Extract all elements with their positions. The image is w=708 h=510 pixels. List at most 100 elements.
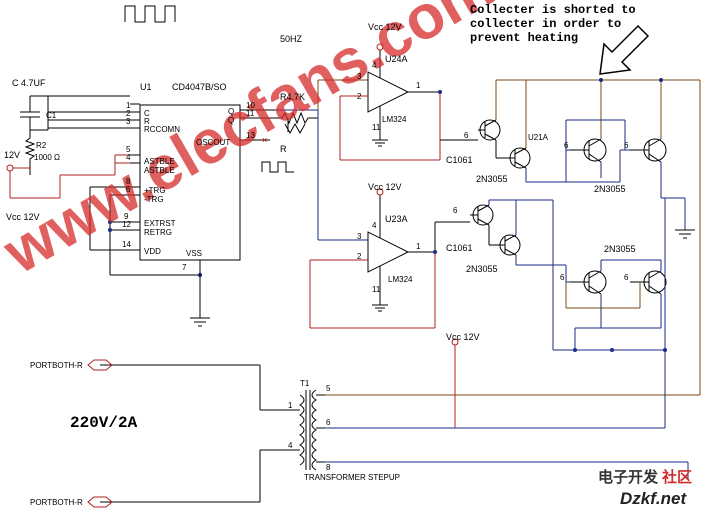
c1061-top-label: C1061 [446, 155, 473, 165]
ic-pin-label: RETRG [144, 228, 172, 237]
port-label-bottom: PORTBOTH-R [30, 498, 83, 507]
opamp-pin-number: 3 [357, 232, 362, 241]
transistor-pin-number: 6 [624, 273, 629, 282]
n3055-label: 2N3055 [466, 264, 498, 274]
note-line-3: prevent heating [470, 31, 578, 45]
t1-label: T1 [300, 379, 310, 388]
ic-pin-number: 8 [126, 177, 131, 186]
transistor-pin-number: 6 [560, 273, 565, 282]
vcc-left-label: Vcc 12V [6, 212, 40, 222]
lm324-label: LM324 [382, 115, 407, 124]
ic-pin-label: OSCOUT [196, 138, 230, 147]
note-line-1: Collecter is shorted to [470, 3, 636, 17]
ic-vss-label: VSS [186, 249, 202, 258]
transformer-label: TRANSFORMER STEPUP [304, 473, 400, 482]
v12-left-label: 12V [4, 150, 20, 160]
ic-pin-label: VDD [144, 247, 161, 256]
ic-cd4047 [139, 104, 241, 261]
transistor-c1061-bottom [470, 204, 494, 226]
opamp-pin-number: 1 [416, 81, 421, 90]
resistor-r47k [275, 111, 318, 125]
ic-pin-number: 4 [126, 153, 131, 162]
arrow-icon [599, 24, 650, 75]
no-connect-icon: × [262, 135, 267, 145]
ic-pin-number: 7 [182, 263, 187, 272]
transistor-2n3055-c [489, 234, 521, 256]
transistor-c1061-top [478, 119, 501, 141]
transformer-pin-number: 4 [288, 441, 293, 450]
n3055-label: 2N3055 [604, 244, 636, 254]
ic-pin-label: ASTBLE [144, 166, 175, 175]
r2-label: R2 [36, 141, 47, 150]
ic-pin-label: -TRG [144, 195, 164, 204]
n3055-label: 2N3055 [594, 184, 626, 194]
ic-pin-number: 6 [126, 185, 131, 194]
transistor-2n3055-b [630, 138, 667, 163]
transistor-pin-number: 6 [624, 141, 629, 150]
u24a-label: U24A [385, 54, 408, 64]
square-wave-icon [124, 5, 176, 23]
resistor-r2 [24, 130, 36, 175]
opamp-pin-number: 11 [372, 123, 381, 132]
ic-pin-number: 5 [126, 145, 131, 154]
r-label: R [280, 144, 287, 154]
transistor-2n3055-d [570, 270, 607, 295]
watermark: www.elecfans.com [0, 0, 505, 288]
transformer-t1 [299, 389, 325, 471]
site-logo-cn: 电子开发 [598, 468, 659, 486]
port-connector-icon [87, 359, 113, 371]
transformer-pin-number: 1 [288, 401, 293, 410]
opamp-pin-number: 4 [372, 221, 377, 230]
opamp-pin-number: 4 [372, 61, 377, 70]
opamp-pin-number: 2 [357, 252, 362, 261]
r47k-label: R4.7K [280, 92, 305, 102]
opamp-u24a [367, 71, 410, 113]
square-wave-small-icon [261, 161, 294, 173]
transformer-pin-number: 8 [326, 463, 331, 472]
ic-pin-label: +TRG [144, 186, 166, 195]
ic-pin-number: 11 [246, 109, 255, 118]
ic-pin-number: 13 [246, 131, 255, 140]
n3055-label: 2N3055 [476, 174, 508, 184]
cap-label: C 4.7UF [12, 78, 46, 88]
c1-label: C1 [46, 111, 57, 120]
opamp-pin-number: 3 [357, 72, 362, 81]
port-label-top: PORTBOTH-R [30, 361, 83, 370]
port-connector-icon [87, 496, 113, 508]
vcc-terminal-icon [6, 164, 14, 172]
lm324-label: LM324 [388, 275, 413, 284]
opamp-pin-number: 11 [372, 285, 381, 294]
ic-pin-label: ASTBLE [144, 157, 175, 166]
ic-pin-number: 2 [126, 109, 131, 118]
transformer-pin-number: 5 [326, 384, 331, 393]
frequency-label: 50HZ [280, 34, 303, 44]
ic-pin-number: 14 [122, 240, 131, 249]
ic-pin-number: 3 [126, 117, 131, 126]
power-rating-label: 220V/2A [70, 414, 138, 432]
vcc-u23a-label: Vcc 12V [368, 182, 402, 192]
ic-pin-number: 12 [122, 220, 131, 229]
c1061-bottom-label: C1061 [446, 243, 473, 253]
ic-part-label: CD4047B/SO [172, 82, 227, 92]
vcc-transformer-label: Vcc 12V [446, 332, 480, 342]
site-logo-domain: Dzkf.net [620, 489, 687, 508]
ic-pin-label: EXTRST [144, 219, 176, 228]
resistor-r [284, 122, 306, 135]
transistor-u21a [496, 147, 531, 169]
ic-pin-number: 1 [126, 101, 131, 110]
transformer-pin-number: 6 [326, 418, 331, 427]
u23a-label: U23A [385, 214, 408, 224]
vcc-u24a-label: Vcc 12V [368, 22, 402, 32]
transistor-2n3055-e [630, 270, 667, 295]
transistor-pin-number: 6 [464, 131, 469, 140]
ic-pin-number: 10 [246, 101, 255, 110]
ic-pin-number: 9 [124, 212, 129, 221]
ic-pin-label: RCCOMN [144, 125, 180, 134]
ic-pin-label: R [144, 117, 150, 126]
transistor-2n3055-a [570, 138, 607, 163]
opamp-u23a [367, 231, 410, 273]
transistor-pin-number: 6 [564, 141, 569, 150]
site-logo-cn2: 社区 [661, 468, 692, 486]
